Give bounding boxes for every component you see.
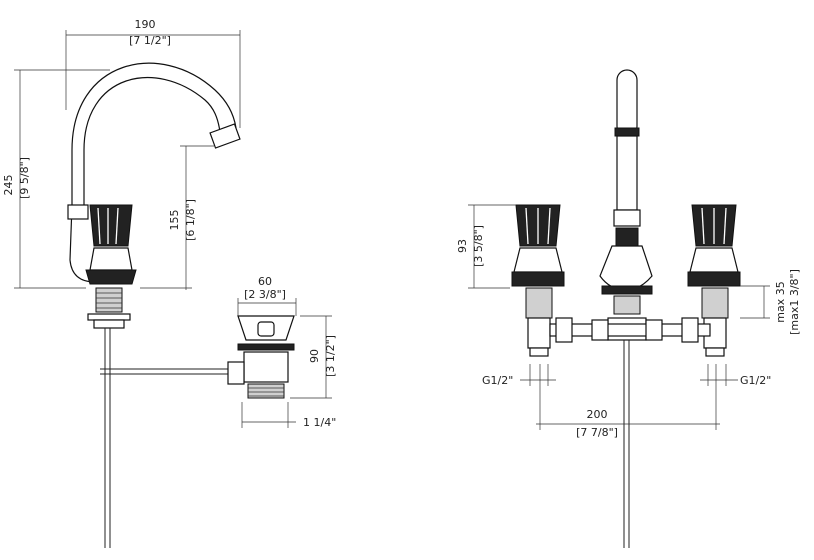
side-view-faucet (67, 62, 241, 548)
spout-mm-label: 155 (168, 210, 181, 231)
spread-mm-label: 200 (587, 408, 608, 421)
front-view-faucet (511, 69, 741, 548)
deck-max-mm: max 35 (774, 281, 787, 322)
waste-dimensions: 60 [2 3/8"] 90 [3 1/2"] 1 1/4" (237, 275, 337, 429)
height-mm-label: 245 (2, 175, 15, 196)
waste-height-mm: 90 (308, 349, 321, 363)
waste-height-in: [3 1/2"] (324, 335, 337, 377)
spread-in-label: [7 7/8"] (576, 426, 618, 439)
width-in-label: [7 1/2"] (129, 34, 171, 47)
deck-max-in: [max1 3/8"] (788, 269, 801, 335)
width-mm-label: 190 (135, 18, 156, 31)
handle-height-in: [3 5/8"] (472, 225, 485, 267)
waste-width-mm: 60 (258, 275, 272, 288)
side-view-dimensions: 190 [7 1/2"] 245 [9 5/8"] 155 [6 1/8"] (2, 18, 241, 290)
waste-assembly (227, 315, 295, 399)
handle-height-mm: 93 (456, 239, 469, 253)
waste-width-in: [2 3/8"] (244, 288, 286, 301)
left-thread-label: G1/2" (482, 374, 513, 387)
right-thread-label: G1/2" (740, 374, 771, 387)
waste-thread: 1 1/4" (303, 416, 336, 429)
front-view-dimensions: 93 [3 5/8"] max 35 [max1 3/8"] G1/2" G1/… (456, 204, 801, 439)
height-in-label: [9 5/8"] (18, 157, 31, 199)
spout-in-label: [6 1/8"] (184, 199, 197, 241)
